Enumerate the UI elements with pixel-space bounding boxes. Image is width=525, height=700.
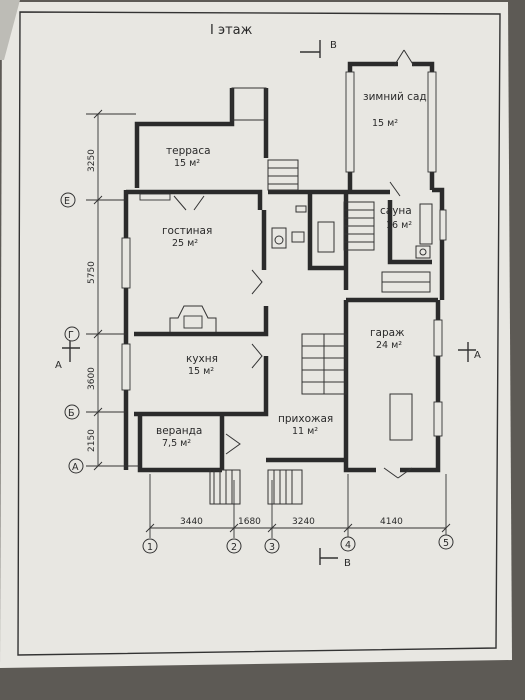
section-mark-top: В [300,40,337,58]
svg-text:гараж: гараж [370,327,405,339]
dim-h-4140: 4140 [380,517,403,527]
svg-text:25 м²: 25 м² [172,238,198,249]
floor-title: I этаж [210,23,253,38]
staircase-upper [267,159,431,293]
axis-marker-4: 4 [340,536,356,552]
svg-text:16 м²: 16 м² [386,220,412,231]
dim-v-5750: 5750 [87,261,97,284]
svg-text:терраса: терраса [166,145,211,157]
svg-text:сауна: сауна [380,205,412,217]
svg-text:11 м²: 11 м² [292,426,318,437]
svg-text:7,5 м²: 7,5 м² [162,438,191,449]
room-label-garage: гараж 24 м² [370,327,405,351]
room-label-veranda: веранда 7,5 м² [156,425,202,449]
section-label-bottom: В [344,558,351,569]
svg-text:1: 1 [147,542,153,553]
dim-h-1680: 1680 [238,517,261,527]
horizontal-dimension-chain: 3440 1680 3240 4140 [145,474,451,538]
axis-marker-E: Е [60,192,76,208]
dim-v-2150: 2150 [87,429,97,452]
axis-marker-2: 2 [226,538,242,554]
dim-h-3440: 3440 [180,517,203,527]
bathroom-fixtures [271,205,335,253]
dim-h-3240: 3240 [292,517,315,527]
svg-text:Г: Г [68,330,74,341]
page-border [17,11,501,656]
vertical-dimension-chain: 3250 5750 3600 2150 [86,109,140,471]
sauna-fixtures [343,201,433,259]
svg-text:2: 2 [231,542,237,553]
paper-fold-shadow [0,0,20,60]
svg-text:зимний сад: зимний сад [363,91,427,103]
svg-text:15 м²: 15 м² [188,366,214,377]
windows [121,71,447,437]
section-mark-left: А [55,340,80,371]
svg-text:А: А [72,462,79,473]
svg-text:Е: Е [64,196,70,207]
room-label-kitchen: кухня 15 м² [186,353,218,377]
svg-text:веранда: веранда [156,425,202,437]
svg-text:3: 3 [269,542,275,553]
axis-marker-5: 5 [438,534,454,550]
svg-text:15 м²: 15 м² [372,118,398,129]
svg-text:5: 5 [443,538,449,549]
room-label-living-room: гостиная 25 м² [162,225,212,249]
doors [173,49,415,479]
dim-v-3600: 3600 [87,367,97,390]
axis-marker-B: Б [64,404,80,420]
garage-pit [389,393,413,441]
dim-v-3250: 3250 [87,149,97,172]
svg-text:кухня: кухня [186,353,218,365]
section-label-right: А [474,350,481,361]
room-label-sauna: сауна 16 м² [380,205,412,231]
entrance-steps [209,469,303,505]
axis-marker-A: А [68,458,84,474]
room-label-terrace: терраса 15 м² [166,145,211,169]
section-label-top: В [330,40,337,51]
svg-text:15 м²: 15 м² [174,158,200,169]
svg-text:прихожая: прихожая [278,413,333,425]
axis-marker-1: 1 [142,538,158,554]
room-label-winter-garden: зимний сад 15 м² [363,91,427,129]
svg-text:24 м²: 24 м² [376,340,402,351]
section-mark-right: А [458,342,481,362]
section-label-left: А [55,360,62,371]
axis-marker-G: Г [64,326,80,342]
svg-text:Б: Б [68,408,75,419]
fireplace-icon [169,305,217,332]
staircase-main [301,333,347,395]
axis-marker-3: 3 [264,538,280,554]
svg-text:4: 4 [345,540,351,551]
svg-text:гостиная: гостиная [162,225,212,237]
section-mark-bottom: В [319,548,351,569]
room-label-hallway: прихожая 11 м² [278,413,333,437]
